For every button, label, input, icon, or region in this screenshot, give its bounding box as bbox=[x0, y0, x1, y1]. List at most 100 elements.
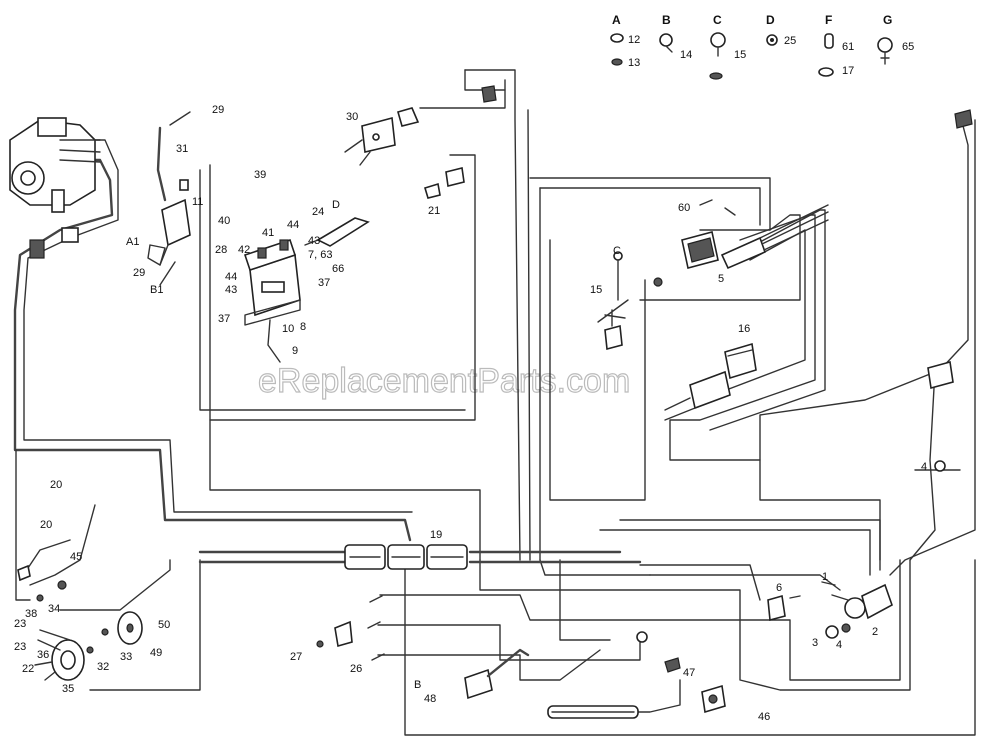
callout-34: 34 bbox=[48, 603, 60, 615]
connector-6 bbox=[767, 594, 801, 622]
legend-letter-b: B bbox=[662, 13, 671, 27]
callout-6: 6 bbox=[776, 582, 782, 594]
terminals-bottom-left bbox=[367, 595, 385, 661]
connector-21 bbox=[424, 167, 465, 199]
motor bbox=[9, 117, 101, 213]
legend-b-icon bbox=[659, 33, 673, 53]
callout-1: 1 bbox=[822, 571, 828, 583]
legend-c-icon bbox=[709, 32, 726, 80]
harness-connector-19 bbox=[344, 544, 468, 570]
legend-letter-f: F bbox=[825, 13, 832, 27]
callout-5: 5 bbox=[718, 273, 724, 285]
switch-48 bbox=[464, 648, 530, 700]
lamp-assembly bbox=[821, 581, 893, 639]
callout-7-63: 7, 63 bbox=[308, 249, 332, 261]
callout-43a: 43 bbox=[225, 284, 237, 296]
callout-9: 9 bbox=[292, 345, 298, 357]
legend-letter-g: G bbox=[883, 13, 892, 27]
callout-22: 22 bbox=[22, 663, 34, 675]
callout-19: 19 bbox=[430, 529, 442, 541]
heater-element bbox=[547, 705, 639, 719]
callouts: 29 31 11 A1 29 B1 39 40 28 42 41 44 44 4… bbox=[14, 104, 927, 723]
callout-b1: B1 bbox=[150, 284, 163, 296]
callout-16: 16 bbox=[738, 323, 750, 335]
battery-strap bbox=[267, 319, 281, 363]
callout-4: 4 bbox=[836, 639, 842, 651]
callout-41: 41 bbox=[262, 227, 274, 239]
callout-29a: 29 bbox=[212, 104, 224, 116]
callout-28: 28 bbox=[215, 244, 227, 256]
callout-3: 3 bbox=[812, 637, 818, 649]
callout-45: 45 bbox=[70, 551, 82, 563]
callout-38: 38 bbox=[25, 608, 37, 620]
connector-right-mid bbox=[927, 360, 954, 390]
callout-21: 21 bbox=[428, 205, 440, 217]
callout-23b: 23 bbox=[14, 641, 26, 653]
bracket-26 bbox=[316, 620, 353, 648]
callout-20b: 20 bbox=[40, 519, 52, 531]
connector-right-4 bbox=[934, 460, 946, 472]
legend-letter-d: D bbox=[766, 13, 775, 27]
plug-top bbox=[481, 85, 497, 103]
callout-24: 24 bbox=[312, 206, 324, 218]
legend-num-14: 14 bbox=[680, 49, 692, 61]
callout-29b: 29 bbox=[133, 267, 145, 279]
callout-37a: 37 bbox=[318, 277, 330, 289]
connector-right-top bbox=[954, 109, 973, 129]
component-16 bbox=[664, 342, 757, 421]
legend-num-17: 17 bbox=[842, 65, 854, 77]
connector-left bbox=[29, 227, 79, 259]
callout-66: 66 bbox=[332, 263, 344, 275]
callout-50: 50 bbox=[158, 619, 170, 631]
callout-36: 36 bbox=[37, 649, 49, 661]
battery bbox=[243, 238, 301, 317]
callout-43b: 43 bbox=[308, 235, 320, 247]
watermark: eReplacementParts.com bbox=[258, 362, 630, 400]
callout-49: 49 bbox=[150, 647, 162, 659]
callout-42: 42 bbox=[238, 244, 250, 256]
callout-35: 35 bbox=[62, 683, 74, 695]
callout-37b: 37 bbox=[218, 313, 230, 325]
switch-15 bbox=[597, 251, 663, 351]
callout-44b: 44 bbox=[225, 271, 237, 283]
disc-49 bbox=[117, 611, 143, 645]
legend-num-13: 13 bbox=[628, 57, 640, 69]
callout-32: 32 bbox=[97, 661, 109, 673]
callout-27: 27 bbox=[290, 651, 302, 663]
wire-assembly-45 bbox=[17, 504, 96, 602]
callout-2: 2 bbox=[872, 626, 878, 638]
callout-48: 48 bbox=[424, 693, 436, 705]
callout-44a: 44 bbox=[287, 219, 299, 231]
callout-a1: A1 bbox=[126, 236, 139, 248]
switch-30 bbox=[344, 107, 420, 166]
callout-4b: 4 bbox=[921, 461, 927, 473]
relay-5 bbox=[681, 199, 829, 270]
callout-40: 40 bbox=[218, 215, 230, 227]
cable-31 bbox=[156, 111, 191, 202]
bracket-11 bbox=[147, 198, 191, 286]
legend-num-61: 61 bbox=[842, 41, 854, 53]
callout-23a: 23 bbox=[14, 618, 26, 630]
callout-26: 26 bbox=[350, 663, 362, 675]
callout-47: 47 bbox=[683, 667, 695, 679]
legend: A 12 13 B 14 C 15 D 25 F 61 17 G 65 bbox=[610, 13, 914, 80]
legend-num-25: 25 bbox=[784, 35, 796, 47]
callout-15: 15 bbox=[590, 284, 602, 296]
legend-d-icon bbox=[766, 34, 778, 46]
callout-31: 31 bbox=[176, 143, 188, 155]
callout-33: 33 bbox=[120, 651, 132, 663]
callout-d: D bbox=[332, 199, 340, 211]
sensor-46 bbox=[701, 684, 726, 714]
legend-num-15: 15 bbox=[734, 49, 746, 61]
callout-46: 46 bbox=[758, 711, 770, 723]
legend-letter-a: A bbox=[612, 13, 621, 27]
fuse-47 bbox=[636, 631, 681, 673]
callout-60a: 60 bbox=[678, 202, 690, 214]
motor-32 bbox=[34, 628, 109, 681]
legend-letter-c: C bbox=[713, 13, 722, 27]
callout-20a: 20 bbox=[50, 479, 62, 491]
callout-39: 39 bbox=[254, 169, 266, 181]
callout-8: 8 bbox=[300, 321, 306, 333]
callout-b2: B bbox=[414, 679, 421, 691]
